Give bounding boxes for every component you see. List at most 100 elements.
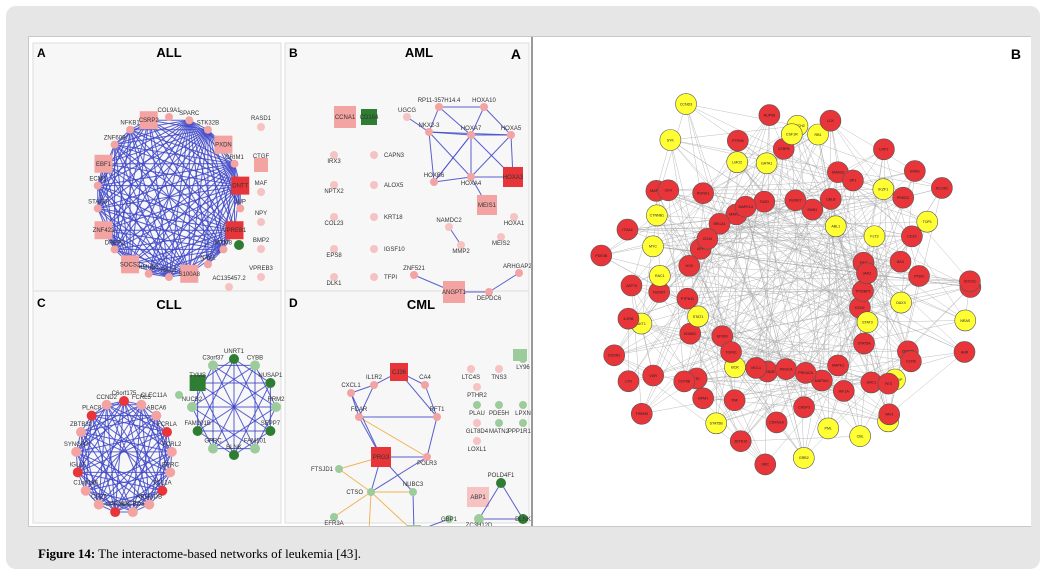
node-label: EBF1: [96, 162, 112, 168]
network-node: [642, 364, 664, 387]
node-label: CBLB: [826, 197, 836, 201]
network-node: [953, 341, 976, 363]
network-edge: [627, 197, 904, 230]
subpanel-title: CML: [407, 297, 435, 312]
network-edge: [197, 430, 235, 456]
node-label: KDM5C: [684, 332, 697, 336]
node-label: FAM101B: [184, 421, 210, 427]
network-node: [144, 269, 153, 278]
node-label: HOXA4: [461, 181, 482, 187]
network-edge: [85, 490, 134, 513]
network-node: [723, 389, 746, 412]
network-edge: [77, 404, 108, 473]
node-label: FCRLA: [157, 422, 177, 428]
network-node: [620, 274, 643, 297]
network-edge: [656, 190, 966, 321]
network-node: [330, 213, 338, 221]
network-node: [370, 381, 378, 389]
network-edge: [97, 208, 131, 265]
node-label: CLEC11A: [141, 393, 167, 399]
node-label: EZH2: [855, 306, 864, 310]
network-edge: [129, 129, 235, 231]
network-edge: [103, 129, 209, 231]
network-node: [370, 151, 378, 159]
network-edge: [129, 263, 190, 275]
network-node: [832, 380, 855, 402]
node-label: TNF: [731, 399, 739, 403]
network-node: [877, 372, 900, 395]
network-edge: [97, 185, 224, 250]
node-label: CA4: [419, 375, 431, 381]
network-node: [765, 411, 788, 434]
network-node: [139, 111, 158, 130]
network-edge: [85, 415, 93, 491]
network-node: [793, 447, 815, 469]
network-edge: [830, 120, 966, 321]
network-edge: [97, 119, 150, 209]
network-node: [144, 499, 155, 510]
network-node: [878, 403, 901, 426]
node-label: GBP1: [441, 517, 458, 523]
network-node: [361, 109, 377, 125]
network-node: [271, 402, 281, 412]
node-label: HOXA3: [503, 175, 524, 181]
node-label: CD79B: [678, 380, 690, 384]
network-edge: [719, 223, 868, 323]
network-node: [370, 273, 378, 281]
node-label: NAMDC2: [436, 218, 462, 224]
node-label: CAPN3: [384, 153, 405, 159]
network-node: [390, 363, 408, 381]
node-label: FES: [885, 382, 893, 386]
network-node: [793, 396, 815, 418]
node-label: MAPK1: [832, 364, 844, 368]
network-node: [727, 129, 749, 152]
network-node: [675, 93, 697, 115]
network-edge: [80, 431, 100, 505]
node-label: BCR: [731, 366, 739, 370]
network-node: [794, 362, 817, 384]
node-label: HOXA1: [504, 221, 525, 227]
network-edge: [689, 226, 836, 267]
network-edge: [114, 129, 131, 250]
node-label: STAT5A: [858, 342, 872, 346]
node-label: ZBTB16: [734, 439, 747, 443]
node-label: RAC1: [655, 274, 665, 278]
network-edge: [716, 361, 911, 424]
network-node: [692, 387, 714, 410]
network-edge: [478, 482, 502, 520]
network-node: [485, 288, 493, 296]
node-label: LTC4S: [462, 375, 480, 381]
node-label: LRP1: [879, 148, 888, 152]
network-node: [507, 131, 515, 139]
network-node: [165, 273, 173, 281]
network-node: [443, 281, 465, 303]
network-edge: [683, 134, 793, 382]
network-edge: [737, 162, 868, 323]
node-label: ARHGAP22: [503, 264, 531, 270]
network-node: [819, 109, 842, 132]
node-label: BMP2: [253, 238, 270, 244]
network-node: [334, 106, 356, 128]
network-node: [187, 402, 197, 412]
network-node: [225, 221, 244, 240]
network-edge: [736, 214, 966, 321]
network-node: [780, 123, 803, 146]
node-label: CD19: [907, 235, 916, 239]
network-edge: [628, 148, 784, 382]
figure-caption: Figure 14: The interactome-based network…: [38, 546, 361, 562]
network-edge: [129, 163, 235, 265]
network-edge: [370, 456, 428, 493]
network-node: [80, 485, 91, 496]
network-edge: [722, 286, 971, 337]
network-edge: [426, 416, 438, 458]
node-label: CASP3: [798, 405, 810, 409]
network-node: [93, 204, 102, 213]
node-label: CD4: [665, 189, 672, 193]
network-node: [513, 349, 527, 361]
node-label: NKX2-3: [418, 123, 440, 129]
network-edge: [764, 201, 902, 303]
node-label: NPTX2: [324, 189, 344, 195]
node-label: DCNN1: [608, 354, 620, 358]
network-edge: [668, 190, 732, 353]
